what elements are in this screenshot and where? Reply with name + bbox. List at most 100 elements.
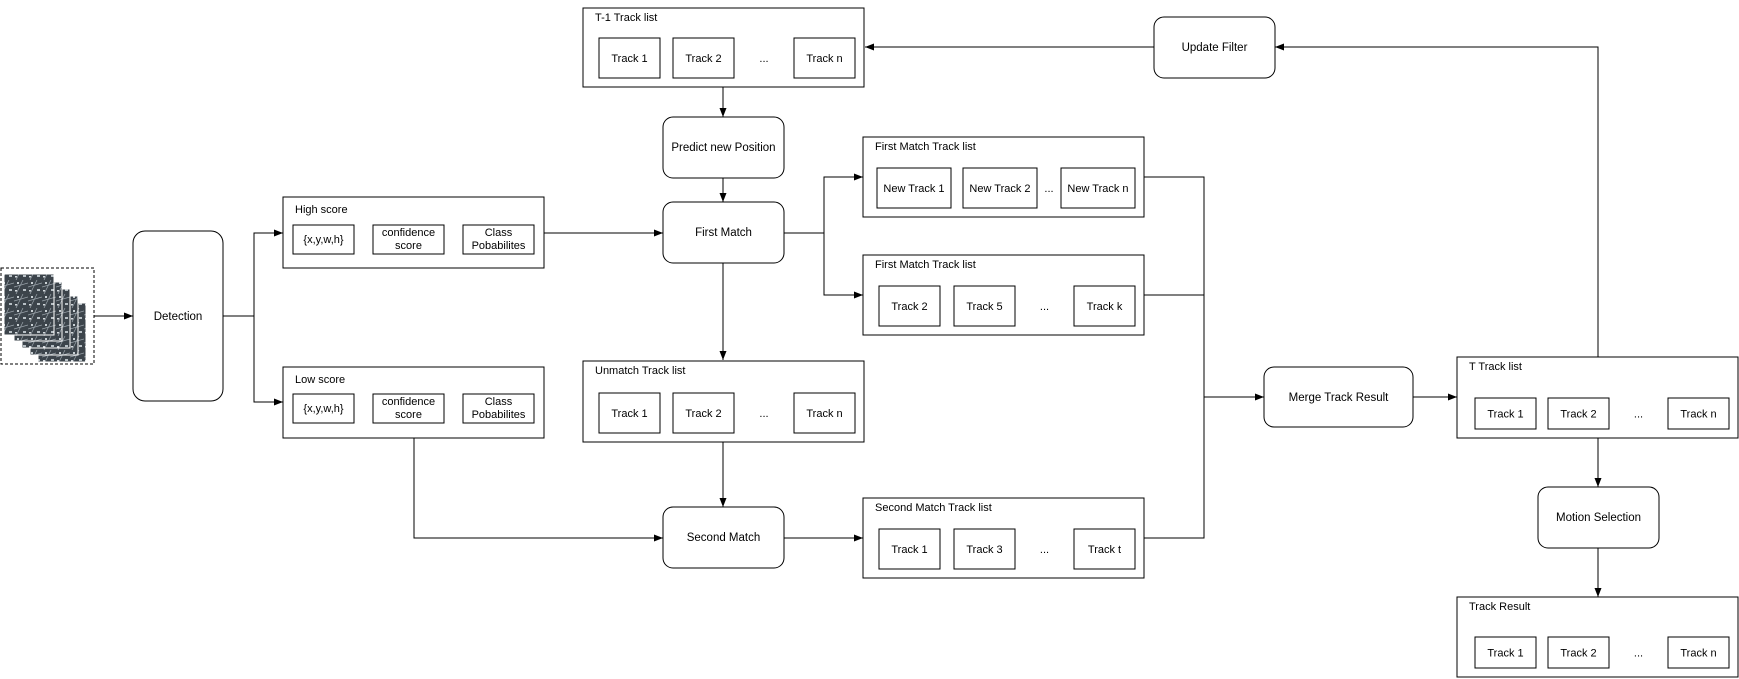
track-item-label: Track 2: [891, 301, 927, 313]
track-item-label: Track 2: [685, 53, 721, 65]
t1-track-list-title: T-1 Track list: [595, 12, 657, 24]
update-filter-label: Update Filter: [1182, 42, 1248, 54]
detection-label: Detection: [154, 311, 203, 323]
first-match-new-track-list-title: First Match Track list: [875, 141, 976, 153]
connector-detection-to-high: [223, 229, 283, 317]
track-item-box: [878, 528, 941, 570]
aerial-image-frame: [3, 273, 55, 336]
motion-selection-node: Motion Selection: [1537, 486, 1660, 549]
track-item-label: Track 3: [966, 544, 1002, 556]
track-item-box: [878, 285, 941, 327]
track-item-box: [1667, 636, 1730, 669]
high-score-bbox-box: [292, 224, 355, 255]
track-item-label: Track 5: [966, 301, 1002, 313]
track-item-label: Track n: [806, 408, 842, 420]
track-item-box: [1073, 285, 1136, 327]
track-item-box: [1060, 167, 1136, 209]
high-score-confidence-box: [372, 224, 445, 255]
second-match-label: Second Match: [687, 532, 761, 544]
track-item-label: Track 1: [1487, 648, 1523, 660]
track-item-box: [1474, 397, 1537, 430]
track-item-box: [793, 392, 856, 434]
connector-low-to-second-match: [413, 438, 663, 542]
connectors: [94, 43, 1602, 597]
connector-lists-merge-bus: [1144, 176, 1205, 539]
high-score-class-box: [462, 224, 535, 255]
first-match-label: First Match: [695, 227, 752, 239]
track-result-list-title: Track Result: [1469, 601, 1530, 613]
track-item-box: [598, 392, 661, 434]
high-score-bbox-label: {x,y,w,h}: [303, 234, 343, 246]
predict-label: Predict new Position: [671, 142, 775, 154]
track-item-label: Track 1: [611, 408, 647, 420]
connector-detection-to-low: [253, 316, 283, 406]
motion-selection-label: Motion Selection: [1556, 512, 1641, 524]
track-item-box: [962, 167, 1038, 209]
track-item-box: [672, 37, 735, 79]
track-item-box: [598, 37, 661, 79]
track-item-box: [1474, 636, 1537, 669]
track-item-ellipsis: ...: [759, 53, 768, 65]
connector-first-match-to-match-list: [823, 233, 863, 299]
low-score-confidence-box: [372, 393, 445, 424]
second-match-track-list-title: Second Match Track list: [875, 502, 992, 514]
first-match-track-list-title: First Match Track list: [875, 259, 976, 271]
first-match-node: First Match: [662, 201, 785, 264]
merge-node: Merge Track Result: [1263, 366, 1414, 428]
track-item-box: [793, 37, 856, 79]
track-item-label: Track 2: [685, 408, 721, 420]
low-score-class-box: [462, 393, 535, 424]
track-item-ellipsis: ...: [1044, 183, 1053, 195]
track-item-label: New Track n: [1067, 183, 1128, 195]
connector-first-match-to-new-list: [784, 173, 863, 234]
track-item-label: Track 1: [611, 53, 647, 65]
track-item-label: New Track 2: [969, 183, 1030, 195]
track-item-ellipsis: ...: [1634, 409, 1643, 421]
track-item-label: Track 1: [1487, 409, 1523, 421]
track-item-label: Track n: [806, 53, 842, 65]
low-score-bbox-box: [292, 393, 355, 424]
high-score-title: High score: [295, 204, 348, 216]
track-item-label: Track n: [1680, 648, 1716, 660]
track-item-label: Track 2: [1560, 648, 1596, 660]
low-score-title: Low score: [295, 374, 345, 386]
t-track-list-title: T Track list: [1469, 361, 1522, 373]
track-item-box: [876, 167, 952, 209]
track-item-ellipsis: ...: [1040, 544, 1049, 556]
track-item-label: Track 1: [891, 544, 927, 556]
track-item-ellipsis: ...: [1040, 301, 1049, 313]
second-match-node: Second Match: [662, 506, 785, 569]
track-item-box: [1547, 636, 1610, 669]
track-item-label: Track 2: [1560, 409, 1596, 421]
connector-t-list-to-update-filter: [1275, 43, 1599, 357]
track-item-box: [953, 528, 1016, 570]
track-item-label: New Track 1: [883, 183, 944, 195]
track-item-box: [1547, 397, 1610, 430]
merge-label: Merge Track Result: [1289, 392, 1390, 404]
track-item-label: Track k: [1087, 301, 1123, 313]
track-item-box: [1667, 397, 1730, 430]
track-item-ellipsis: ...: [1634, 648, 1643, 660]
detection-node: Detection: [132, 230, 224, 402]
update-filter-node: Update Filter: [1153, 16, 1276, 79]
track-item-ellipsis: ...: [759, 408, 768, 420]
predict-node: Predict new Position: [662, 116, 785, 179]
unmatch-track-list-title: Unmatch Track list: [595, 365, 685, 377]
track-item-box: [953, 285, 1016, 327]
track-item-label: Track t: [1088, 544, 1121, 556]
input-dashed-frame: [0, 267, 95, 365]
low-score-bbox-label: {x,y,w,h}: [303, 403, 343, 415]
